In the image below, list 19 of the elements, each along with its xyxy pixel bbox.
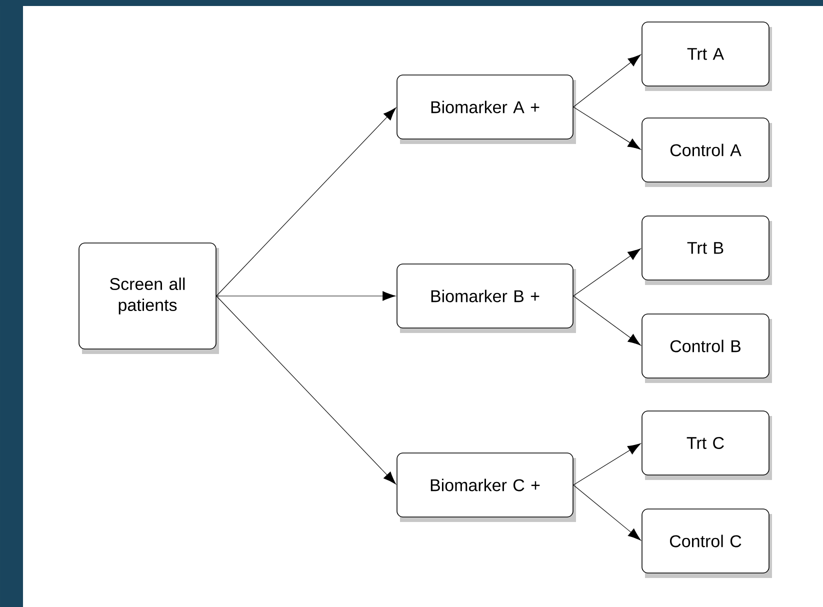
arm-box: Control B: [642, 314, 772, 383]
arm-box: Trt A: [642, 22, 772, 91]
arrow: [573, 54, 641, 108]
group-box: Biomarker B +: [396, 264, 576, 333]
arrow: [573, 106, 641, 150]
group-box: Biomarker C +: [396, 452, 576, 522]
arrow: [573, 248, 641, 296]
arrow: [216, 108, 396, 296]
arrow: [573, 484, 641, 540]
arrow: [573, 296, 641, 346]
arrow: [216, 296, 396, 484]
arm-box: Control C: [642, 508, 772, 578]
arrow: [573, 443, 641, 486]
arm-box: Trt C: [642, 410, 772, 480]
arm-box: Control A: [642, 118, 772, 187]
arm-box: Trt B: [642, 216, 772, 285]
arrow: [216, 291, 396, 301]
start-box: Screen all patients: [78, 242, 219, 354]
group-box: Biomarker A +: [396, 74, 576, 144]
